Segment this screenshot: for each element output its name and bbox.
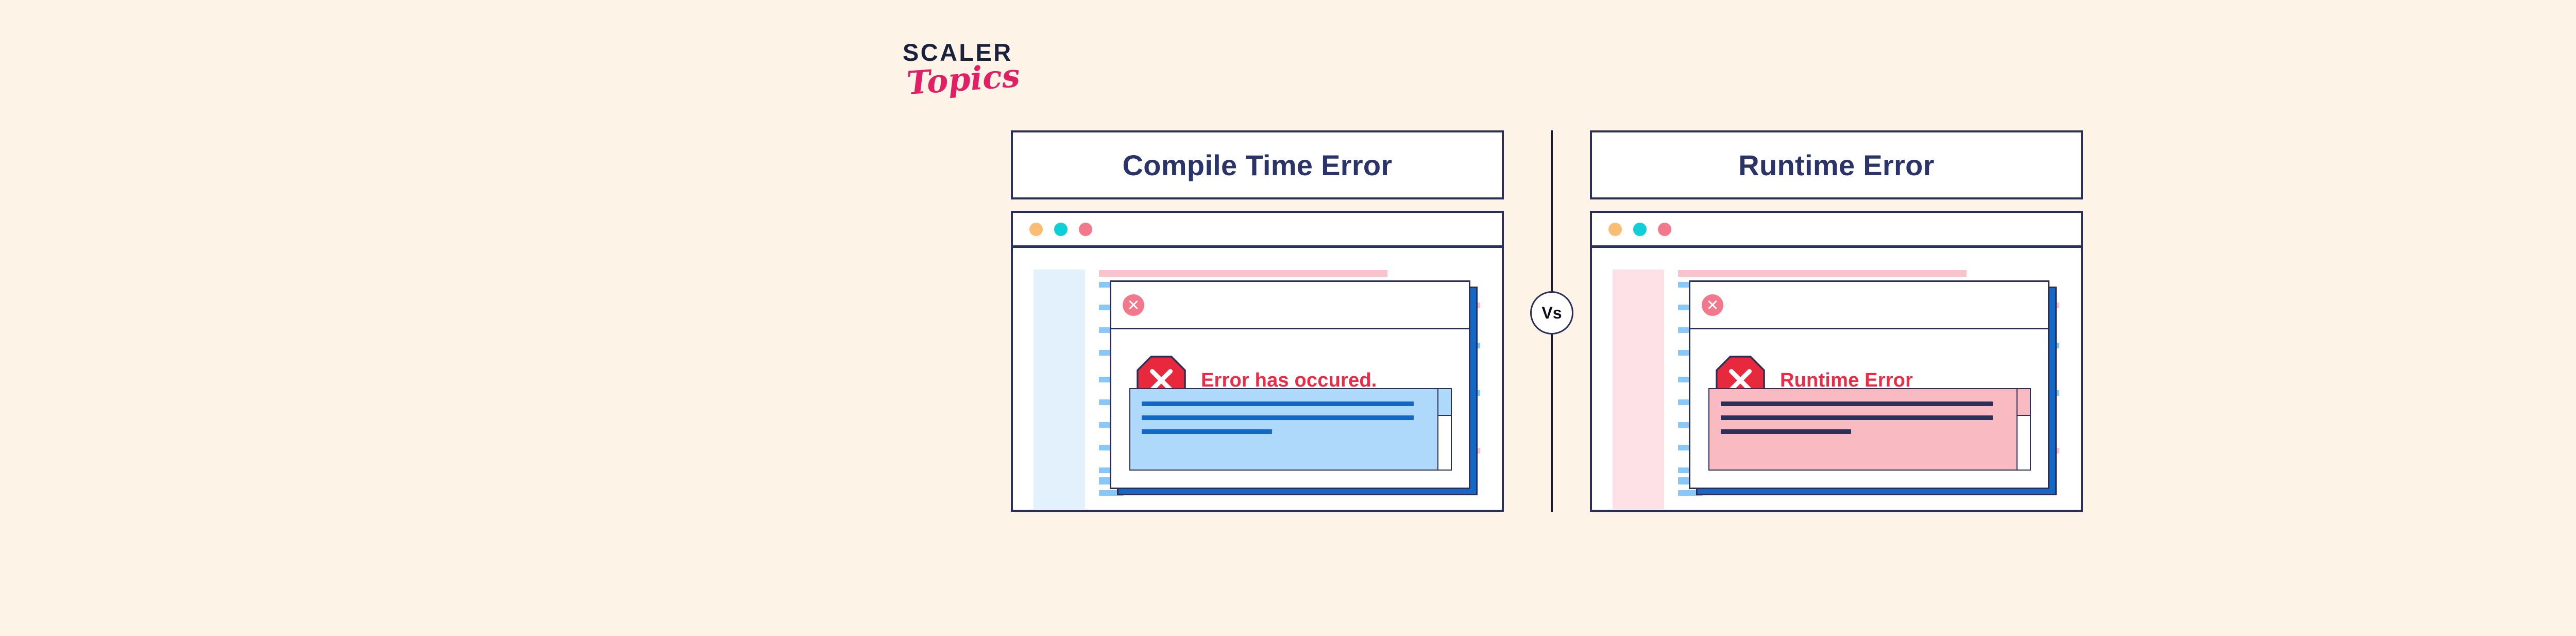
content-top-bar-left: [1099, 270, 1387, 277]
window-dot-teal[interactable]: [1633, 222, 1647, 236]
window-dot-pink[interactable]: [1658, 222, 1671, 236]
content-tick: [1099, 490, 1124, 496]
code-line: [1142, 415, 1414, 420]
browser-content-left: Error has occured.: [1013, 248, 1502, 509]
browser-titlebar-right: [1592, 213, 2081, 248]
code-line: [1721, 415, 1993, 420]
code-block-left: [1129, 388, 1452, 471]
error-dialog-left: Error has occured.: [1110, 280, 1470, 489]
panel-title-box-right: Runtime Error: [1590, 130, 2083, 199]
panel-runtime-error: Runtime Error: [1590, 130, 2083, 512]
window-dot-teal[interactable]: [1054, 222, 1067, 236]
panel-compile-time-error: Compile Time Error: [1011, 130, 1504, 512]
dialog-body-right: Runtime Error: [1690, 329, 2048, 486]
panel-title-right: Runtime Error: [1738, 148, 1935, 181]
content-top-bar-right: [1678, 270, 1967, 277]
browser-content-right: Runtime Error: [1592, 248, 2081, 509]
vs-badge: Vs: [1530, 291, 1573, 334]
panel-title-left: Compile Time Error: [1122, 148, 1393, 181]
scaler-topics-logo: SCALER Topics: [903, 40, 1037, 118]
code-line: [1721, 401, 1993, 406]
window-dot-orange[interactable]: [1029, 222, 1043, 236]
dialog-header-right: [1690, 282, 2048, 329]
dialog-header-left: [1111, 282, 1469, 329]
code-scrollbar-thumb[interactable]: [2018, 389, 2030, 416]
browser-titlebar-left: [1013, 213, 1502, 248]
code-line: [1142, 429, 1272, 434]
code-scrollbar-left[interactable]: [1437, 389, 1451, 470]
logo-sub-wordmark: Topics: [905, 56, 1021, 102]
code-line: [1142, 401, 1414, 406]
code-lines-area-right: [1709, 389, 2016, 470]
error-dialog-right: Runtime Error: [1689, 280, 2049, 489]
browser-window-right: Runtime Error: [1590, 211, 2083, 512]
window-dot-pink[interactable]: [1079, 222, 1092, 236]
panel-title-box-left: Compile Time Error: [1011, 130, 1504, 199]
error-message-text-left: Error has occured.: [1201, 369, 1377, 391]
code-block-right: [1708, 388, 2031, 471]
code-scrollbar-right[interactable]: [2016, 389, 2030, 470]
close-icon[interactable]: [1702, 294, 1723, 316]
window-dot-orange[interactable]: [1608, 222, 1622, 236]
content-sidebar-right: [1613, 270, 1664, 509]
code-lines-area-left: [1130, 389, 1437, 470]
code-line: [1721, 429, 1851, 434]
dialog-body-left: Error has occured.: [1111, 329, 1469, 486]
content-tick: [1678, 490, 1703, 496]
error-message-text-right: Runtime Error: [1780, 369, 1913, 391]
code-scrollbar-thumb[interactable]: [1438, 389, 1451, 416]
browser-window-left: Error has occured.: [1011, 211, 1504, 512]
close-icon[interactable]: [1123, 294, 1144, 316]
logo-wordmark: SCALER: [903, 39, 1013, 66]
content-sidebar-left: [1033, 270, 1085, 509]
